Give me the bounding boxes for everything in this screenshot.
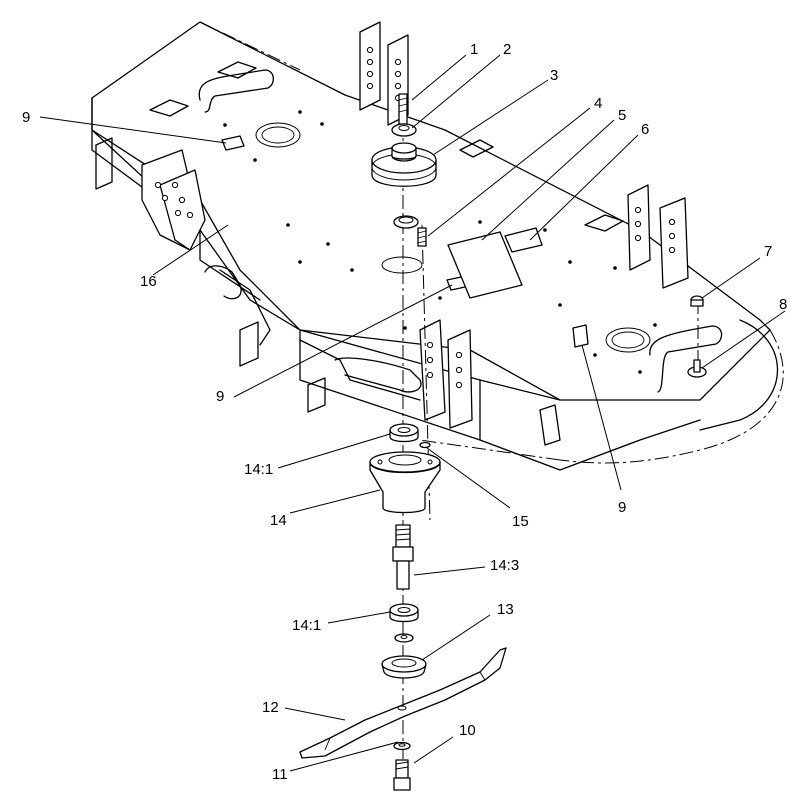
- callout-3: 3: [550, 67, 558, 84]
- callout-9-right: 9: [618, 499, 626, 516]
- callout-14-1-lower: 14:1: [292, 617, 321, 634]
- blade-washer: [393, 741, 411, 751]
- decal-6: [504, 227, 543, 253]
- blade-spacer: [381, 655, 427, 679]
- set-screw: [417, 227, 427, 247]
- blade-bolt: [393, 759, 411, 791]
- spacer-ring: [393, 215, 419, 229]
- lower-bearing: [389, 603, 419, 623]
- mower-blade: [299, 647, 507, 759]
- small-washer: [394, 633, 414, 643]
- pulley: [371, 142, 437, 187]
- decal-left: [221, 135, 245, 151]
- decal-right: [572, 324, 589, 348]
- callout-2: 2: [503, 41, 511, 58]
- spindle-bolt: [398, 93, 408, 125]
- callout-8: 8: [779, 296, 787, 313]
- spindle-housing: [369, 451, 441, 514]
- callout-6: 6: [641, 121, 649, 138]
- upper-bearing: [389, 423, 419, 443]
- callout-13: 13: [497, 601, 514, 618]
- callout-15: 15: [512, 513, 529, 530]
- right-nut: [690, 295, 704, 307]
- callout-4: 4: [594, 95, 602, 112]
- spindle-shaft: [392, 524, 414, 590]
- callout-9-center: 9: [216, 388, 224, 405]
- mower-deck-housing: [91, 21, 784, 471]
- callout-5: 5: [618, 107, 626, 124]
- callout-labels: 1 2 3 4 5 6 7 8 9 9 9 10 11 12 13 14 14:…: [22, 41, 787, 783]
- callout-12: 12: [262, 699, 279, 716]
- washer-15: [419, 441, 431, 449]
- callout-14: 14: [270, 512, 287, 529]
- leader-lines: [39, 54, 786, 772]
- callout-14-1-upper: 14:1: [244, 461, 273, 478]
- callout-10: 10: [459, 722, 476, 739]
- callout-9-left: 9: [22, 109, 30, 126]
- pulley-nut: [391, 123, 417, 137]
- right-bolt: [687, 359, 707, 378]
- decal-5: [447, 231, 523, 299]
- callout-7: 7: [764, 243, 772, 260]
- callout-11: 11: [272, 766, 288, 783]
- callout-16: 16: [140, 273, 157, 290]
- callout-14-3: 14:3: [490, 557, 519, 574]
- callout-1: 1: [470, 41, 478, 58]
